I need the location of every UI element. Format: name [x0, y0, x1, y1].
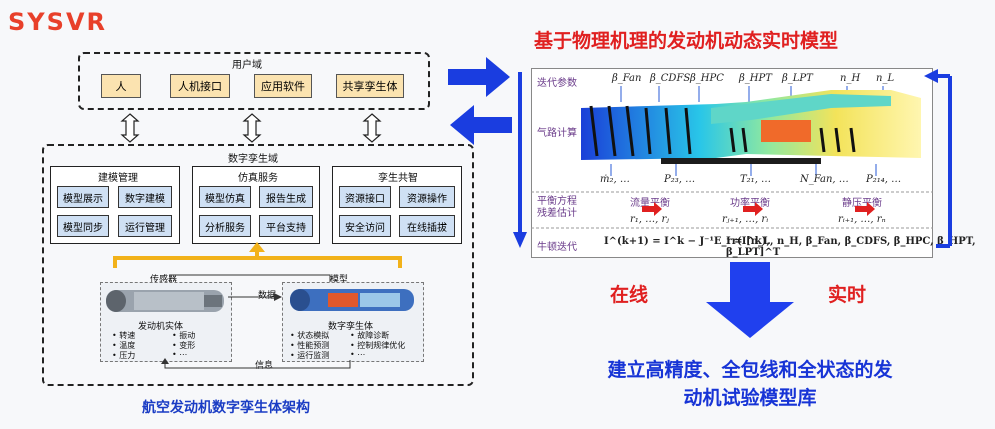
box-platform-support: 平台支持: [259, 215, 313, 237]
big-down-arrow: [706, 262, 794, 338]
balance-power-expr: rⱼ₊₁, …, rᵢ: [722, 214, 769, 225]
realtime-label: 实时: [828, 284, 867, 306]
twin-item-2: • 故障诊断: [350, 331, 390, 340]
engine-entity-item-2: • 振动: [172, 331, 196, 340]
balance-flow-title: 流量平衡: [630, 198, 670, 209]
box-run-management: 运行管理: [118, 215, 172, 237]
bottom-conclusion: 建立高精度、全包线和全状态的发 动机试验模型库: [520, 356, 980, 412]
param-beta-hpc: β_HPC: [690, 73, 724, 84]
user-domain-box: [78, 52, 430, 110]
engine-entity-item-3: • 温度: [112, 341, 136, 350]
row-label-iter-params: 迭代参数: [537, 78, 577, 89]
box-model-display: 模型展示: [57, 186, 109, 208]
side-loop-arrows: [513, 69, 952, 248]
group-modeling-title: 建模管理: [98, 173, 138, 184]
engine-entity-image: [106, 290, 224, 312]
balance-flow-expr: r₁, …, rⱼ: [630, 214, 669, 225]
box-analysis-service: 分析服务: [199, 215, 251, 237]
user-item-app: 应用软件: [254, 74, 312, 98]
group-simulation-title: 仿真服务: [238, 173, 278, 184]
engine-item-speed: 转速: [119, 331, 136, 340]
twin-item-4: • 控制规律优化: [350, 341, 406, 350]
box-model-sync: 模型同步: [57, 215, 109, 237]
param-beta-fan: β_Fan: [612, 73, 642, 84]
box-resource-operation: 资源操作: [399, 186, 455, 208]
newton-equation-2: I = [n_L, n_H, β_Fan, β_CDFS, β_HPC, β_H…: [726, 236, 976, 258]
output-t21: T₂₁, …: [740, 174, 772, 185]
output-p214: P₂₁₄, …: [866, 174, 902, 185]
left-caption: 航空发动机数字孪生体架构: [142, 400, 310, 416]
engine-item-more: ⋯: [179, 350, 188, 359]
engine-item-vibration: 振动: [179, 331, 196, 340]
bottom-line-2: 动机试验模型库: [683, 387, 817, 409]
twin-item-1: • 状态模拟: [290, 331, 330, 340]
engine-entity-title: 发动机实体: [138, 322, 184, 332]
balance-static-expr: rᵢ₊₁, …, rₙ: [838, 214, 886, 225]
newton-equation-1: I^(k+1) = I^k − J⁻¹E_rr(I^k),: [604, 236, 770, 247]
bottom-line-1: 建立高精度、全包线和全状态的发: [607, 359, 893, 381]
box-report-generation: 报告生成: [259, 186, 313, 208]
twin-item-run-monitor: 运行监测: [297, 351, 330, 360]
twin-item-state-sim: 状态模拟: [297, 331, 330, 340]
data-label: 数据: [258, 291, 277, 301]
user-item-person: 人: [101, 74, 141, 98]
row-label-newton: 牛顿迭代: [537, 242, 577, 253]
engine-entity-item-6: • ⋯: [172, 350, 188, 359]
box-secure-access: 安全访问: [339, 215, 391, 237]
param-n-l: n_L: [876, 73, 895, 84]
digital-twin-image: [290, 289, 414, 311]
info-label: 信息: [255, 361, 274, 371]
box-digital-modeling: 数字建模: [118, 186, 172, 208]
twin-item-3: • 性能预测: [290, 341, 330, 350]
model-label: 模型: [330, 275, 349, 285]
row-label-gas-path: 气路计算: [537, 128, 577, 139]
twin-item-5: • 运行监测: [290, 351, 330, 360]
digital-domain-title: 数字孪生域: [228, 154, 278, 165]
twin-item-control-opt: 控制规律优化: [357, 341, 406, 350]
output-nfan: N_Fan, …: [800, 174, 849, 185]
box-resource-interface: 资源接口: [339, 186, 391, 208]
engine-item-temperature: 温度: [119, 341, 136, 350]
output-mdot2: ṁ₂, …: [600, 174, 630, 185]
row-label-balance: 平衡方程 残差估计: [537, 196, 577, 219]
twin-item-more: ⋯: [357, 350, 366, 359]
digital-twin-domain-box: [42, 144, 474, 386]
param-beta-cdfs: β_CDFS: [650, 73, 691, 84]
engine-item-deformation: 变形: [179, 341, 196, 350]
engine-cross-section: [581, 86, 921, 176]
engine-entity-item-1: • 转速: [112, 331, 136, 340]
param-n-h: n_H: [840, 73, 861, 84]
yellow-feedback-arrow: [113, 242, 402, 268]
group-twin-intelligence-title: 孪生共智: [378, 173, 418, 184]
engine-entity-item-5: • 压力: [112, 351, 136, 360]
box-online-plug: 在线插拔: [399, 215, 455, 237]
output-p23: P₂₃, …: [664, 174, 696, 185]
balance-red-arrows: [642, 202, 875, 216]
twin-item-perf-pred: 性能预测: [297, 341, 330, 350]
panel-row-separators: [531, 191, 933, 229]
digital-twin-title: 数字孪生体: [328, 322, 374, 332]
right-title: 基于物理机理的发动机动态实时模型: [534, 30, 839, 52]
engine-item-pressure: 压力: [119, 351, 136, 360]
online-label: 在线: [610, 284, 649, 306]
domain-link-arrows: [120, 113, 382, 143]
user-item-shared-twin: 共享孪生体: [336, 74, 404, 98]
box-model-simulation: 模型仿真: [199, 186, 251, 208]
engine-entity-item-4: • 变形: [172, 341, 196, 350]
user-item-hmi: 人机接口: [170, 74, 230, 98]
entity-twin-flow-arrows: [161, 274, 351, 369]
twin-item-6: • ⋯: [350, 350, 366, 359]
sysvr-logo: SYSVR: [8, 8, 108, 36]
sensor-label: 传感器: [150, 275, 178, 285]
user-domain-title: 用户域: [232, 60, 262, 71]
param-beta-hpt: β_HPT: [739, 73, 772, 84]
param-beta-lpt: β_LPT: [782, 73, 813, 84]
balance-power-title: 功率平衡: [730, 198, 770, 209]
middle-bidirectional-arrows: [448, 57, 512, 145]
balance-static-title: 静压平衡: [842, 198, 882, 209]
twin-item-fault-diag: 故障诊断: [357, 331, 390, 340]
